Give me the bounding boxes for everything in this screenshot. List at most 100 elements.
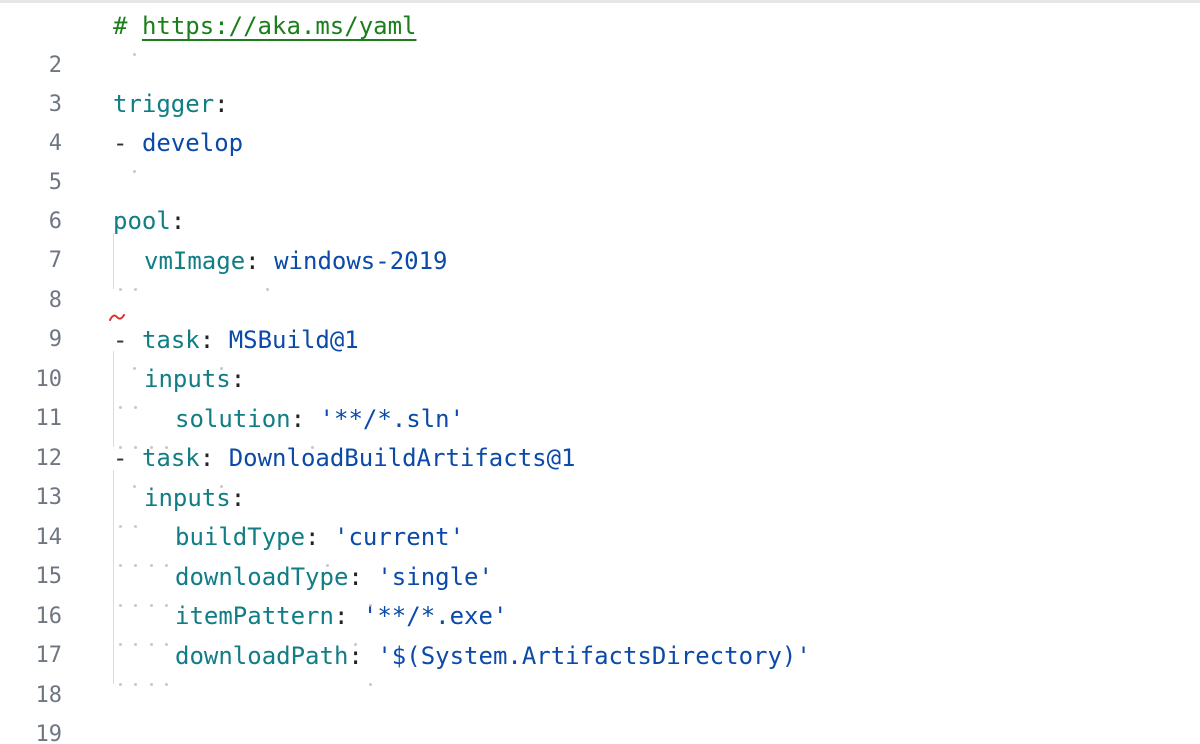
yaml-key: downloadPath [175,642,349,670]
yaml-key: itemPattern [175,602,334,630]
code-line[interactable]: 2 # https://aka.ms/yaml [0,6,1200,78]
line-content[interactable]: downloadPath:'$(System.ArtifactsDirector… [113,628,811,686]
line-number: 16 [35,604,63,629]
line-content[interactable]: inputs: [113,351,246,409]
error-squiggle-icon[interactable] [109,312,125,322]
line-content[interactable]: vmImage:windows-2019 [113,233,448,291]
code-line[interactable]: 6 [0,162,1200,234]
line-number: 19 [35,722,63,744]
line-content[interactable]: pool: [113,201,185,241]
yaml-colon: : [290,405,306,433]
yaml-dash: - [113,326,128,354]
yaml-key: inputs [144,484,231,512]
code-line[interactable]: 15 buildType: 'current' [0,509,1200,589]
yaml-value: '**/*.exe' [362,602,508,630]
yaml-colon: : [245,247,260,275]
yaml-value: develop [141,129,244,157]
line-content[interactable]: buildType: 'current' [113,509,465,567]
line-number: 10 [35,367,63,392]
line-content[interactable]: inputs: [113,470,246,528]
line-content[interactable]: trigger: [113,84,229,124]
line-number: 13 [35,485,63,510]
yaml-dash: - [113,129,128,157]
indent-guide [113,509,144,567]
yaml-colon: : [214,90,229,118]
line-number: 14 [35,525,63,550]
code-line[interactable]: 19 [0,675,1200,744]
line-number: 11 [35,406,63,431]
indent-guide [113,628,144,686]
line-content[interactable]: # https://aka.ms/yaml [113,6,417,56]
code-line[interactable]: 9 [0,280,1200,352]
yaml-colon: : [199,326,215,354]
indent-guide [113,549,144,607]
indent-guide [113,233,144,291]
yaml-value: 'single' [377,563,493,591]
yaml-value: 'current' [334,523,465,551]
yaml-key: buildType [175,523,306,551]
comment-hash: # [113,12,128,40]
line-number: 6 [48,209,62,234]
line-content[interactable]: -task: DownloadBuildArtifacts@1 [113,438,576,488]
code-line[interactable]: 16 downloadType: 'single' [0,549,1200,629]
code-line[interactable]: 11 inputs: [0,351,1200,431]
code-line[interactable]: 18 downloadPath:'$(System.ArtifactsDirec… [0,628,1200,708]
yaml-colon: : [170,207,186,235]
editor-top-border [0,0,1200,3]
code-line[interactable]: 14 inputs: [0,470,1200,550]
line-content[interactable]: solution: '**/*.sln' [113,391,465,449]
line-content[interactable]: itemPattern: '**/*.exe' [113,588,508,646]
code-line[interactable]: 10 -task: MSBuild@1 [0,320,1200,392]
line-number: 8 [48,288,62,313]
yaml-key: downloadType [175,563,349,591]
indent-guide [113,351,144,409]
code-line[interactable]: 12 solution: '**/*.sln' [0,391,1200,471]
code-line[interactable]: 17 itemPattern: '**/*.exe' [0,588,1200,668]
line-number: 17 [35,643,63,668]
indent-guide [113,588,144,646]
line-number: 7 [48,248,62,273]
yaml-value: '**/*.sln' [319,405,465,433]
code-line[interactable]: 13 -task: DownloadBuildArtifacts@1 [0,438,1200,510]
yaml-key: solution [175,405,291,433]
yaml-colon: : [230,365,246,393]
line-content[interactable]: downloadType: 'single' [113,549,493,607]
yaml-key: task [141,326,200,354]
yaml-value: windows-2019 [274,247,448,275]
indent [144,596,175,646]
code-line[interactable]: 5 -develop [0,123,1200,195]
yaml-colon: : [333,602,349,630]
indent-guide [113,470,144,528]
code-line[interactable]: 8 vmImage:windows-2019 [0,233,1200,313]
code-line[interactable]: 3 [0,45,1200,117]
yaml-key: inputs [144,365,231,393]
yaml-colon: : [199,444,215,472]
line-content[interactable]: -task: MSBuild@1 [113,320,359,370]
comment-link[interactable]: https://aka.ms/yaml [141,12,417,40]
indent [144,517,175,567]
yaml-dash: - [113,444,128,472]
yaml-colon: : [348,642,363,670]
line-number: 2 [48,53,62,78]
yaml-key: pool [113,207,171,235]
indent [144,636,175,686]
yaml-value: MSBuild@1 [228,326,359,354]
line-number: 9 [48,327,62,352]
line-content[interactable]: -develop [113,123,244,173]
line-number: 12 [35,446,63,471]
yaml-colon: : [305,523,320,551]
yaml-colon: : [230,484,246,512]
line-number: 18 [35,683,63,708]
yaml-key: trigger [113,90,215,118]
yaml-key: task [141,444,200,472]
yaml-colon: : [348,563,363,591]
code-line[interactable]: 4 trigger: [0,84,1200,156]
yaml-value: DownloadBuildArtifacts@1 [228,444,576,472]
code-line[interactable]: 7 pool: [0,201,1200,273]
line-number: 5 [48,170,62,195]
indent [144,399,175,449]
line-number: 15 [35,564,63,589]
indent [144,557,175,607]
indent-guide [113,391,144,449]
